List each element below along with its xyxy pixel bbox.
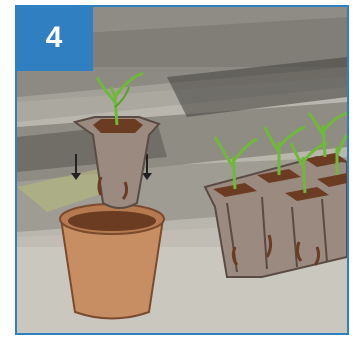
step-number: 4 xyxy=(46,23,63,53)
step-badge: 4 xyxy=(15,5,93,71)
plant-pot xyxy=(60,204,164,319)
